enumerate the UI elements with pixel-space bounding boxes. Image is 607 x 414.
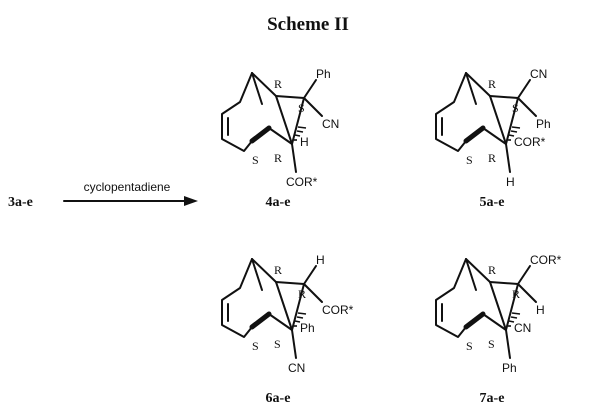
- small-substituent: Ph: [300, 321, 315, 335]
- right-substituent: COR*: [322, 303, 354, 317]
- ring-bond: [275, 95, 293, 145]
- wedge-bond: [463, 311, 486, 330]
- structure-5a-e: R S S R CN Ph COR* H 5a-e: [435, 67, 551, 210]
- wedge-bond: [249, 311, 272, 330]
- config-label: S: [274, 337, 281, 351]
- config-label: R: [298, 287, 306, 301]
- bottom-substituent: CN: [288, 361, 305, 375]
- config-label: S: [466, 153, 473, 167]
- config-label: R: [488, 151, 496, 165]
- reaction-arrow-head: [184, 196, 198, 206]
- bridge-bond: [465, 258, 477, 291]
- top-substituent-bond: [517, 79, 531, 99]
- ring-bond: [489, 281, 507, 331]
- right-substituent-bond: [303, 283, 323, 303]
- ring-outline: [221, 72, 253, 152]
- bottom-substituent: COR*: [286, 175, 318, 189]
- config-label: S: [512, 101, 519, 115]
- top-substituent-bond: [517, 265, 531, 285]
- bottom-substituent-bond: [291, 143, 297, 173]
- config-label: R: [274, 263, 282, 277]
- small-substituent: CN: [514, 321, 531, 335]
- ring-bond: [268, 313, 293, 331]
- cyclopropane-bond: [505, 97, 519, 145]
- compound-label: 5a-e: [480, 195, 505, 210]
- ring-bond: [275, 281, 293, 331]
- bottom-substituent-bond: [291, 329, 297, 359]
- right-substituent-bond: [517, 283, 537, 303]
- top-substituent-bond: [303, 265, 317, 285]
- right-substituent-bond: [303, 97, 323, 117]
- config-label: S: [252, 153, 259, 167]
- wedge-bond: [463, 125, 486, 144]
- reagent-label: cyclopentadiene: [84, 180, 171, 194]
- ring-outline: [435, 258, 467, 338]
- compound-label: 7a-e: [480, 391, 505, 406]
- config-label: S: [298, 101, 305, 115]
- top-substituent: CN: [530, 67, 547, 81]
- wedge-bond: [249, 125, 272, 144]
- config-label: R: [512, 287, 520, 301]
- hashed-bond: [508, 312, 521, 327]
- right-substituent: H: [536, 303, 545, 317]
- config-label: R: [274, 151, 282, 165]
- ring-bond: [489, 95, 507, 145]
- bottom-substituent: H: [506, 175, 515, 189]
- structure-7a-e: R R S S COR* H CN Ph 7a-e: [435, 253, 562, 406]
- bridge-bond: [465, 72, 477, 105]
- structure-4a-e: R S S R Ph CN H COR* 4a-e: [221, 67, 339, 210]
- cyclopropane-bond: [489, 281, 519, 285]
- ring-bond: [482, 127, 507, 145]
- scheme-title: Scheme II: [267, 14, 349, 35]
- compound-label: 6a-e: [266, 391, 291, 406]
- bridge-bond: [465, 258, 491, 283]
- small-substituent: COR*: [514, 135, 546, 149]
- ring-bond: [268, 127, 293, 145]
- cyclopropane-bond: [275, 281, 305, 285]
- cyclopropane-bond: [291, 283, 305, 331]
- bridge-bond: [251, 72, 263, 105]
- bottom-substituent-bond: [505, 143, 511, 173]
- right-substituent: Ph: [536, 117, 551, 131]
- config-label: R: [274, 77, 282, 91]
- bridge-bond: [251, 258, 263, 291]
- config-label: R: [488, 77, 496, 91]
- hashed-bond: [294, 126, 307, 141]
- ring-bond: [482, 313, 507, 331]
- structure-6a-e: R R S S H COR* Ph CN 6a-e: [221, 253, 354, 406]
- config-label: S: [488, 337, 495, 351]
- hashed-bond: [294, 312, 307, 327]
- ring-outline: [435, 72, 467, 152]
- bridge-bond: [251, 72, 277, 97]
- bottom-substituent: Ph: [502, 361, 517, 375]
- bottom-substituent-bond: [505, 329, 511, 359]
- hashed-bond: [508, 126, 521, 141]
- bridge-bond: [251, 258, 277, 283]
- top-substituent: COR*: [530, 253, 562, 267]
- top-substituent: Ph: [316, 67, 331, 81]
- bridge-bond: [465, 72, 491, 97]
- top-substituent: H: [316, 253, 325, 267]
- top-substituent-bond: [303, 79, 317, 99]
- config-label: R: [488, 263, 496, 277]
- config-label: S: [466, 339, 473, 353]
- right-substituent: CN: [322, 117, 339, 131]
- cyclopropane-bond: [291, 97, 305, 145]
- cyclopropane-bond: [275, 95, 305, 99]
- cyclopropane-bond: [505, 283, 519, 331]
- config-label: S: [252, 339, 259, 353]
- ring-outline: [221, 258, 253, 338]
- compound-label: 4a-e: [266, 195, 291, 210]
- right-substituent-bond: [517, 97, 537, 117]
- cyclopropane-bond: [489, 95, 519, 99]
- reactant-label: 3a-e: [8, 195, 33, 210]
- small-substituent: H: [300, 135, 309, 149]
